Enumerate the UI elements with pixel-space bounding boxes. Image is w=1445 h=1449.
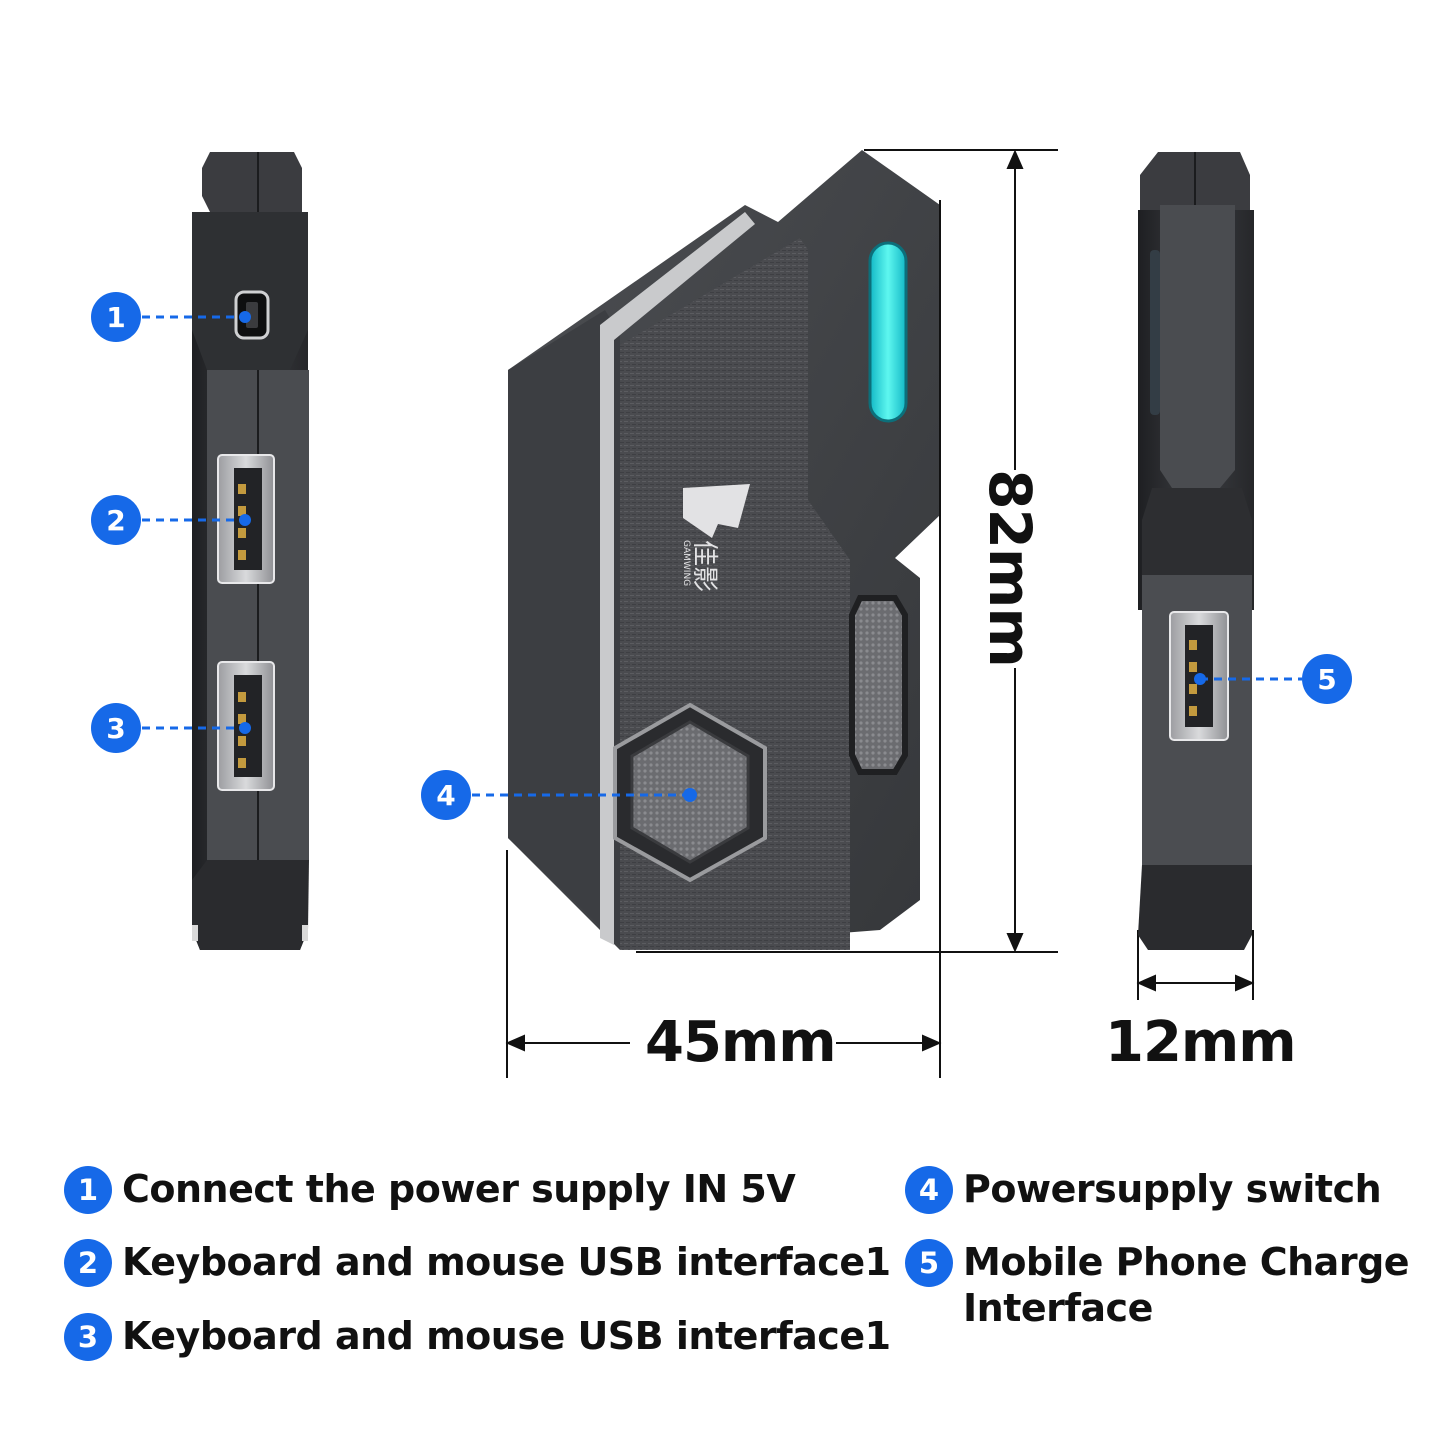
callout-3 bbox=[91, 703, 251, 753]
front-view bbox=[508, 150, 940, 950]
legend-label-4: Powersupply switch bbox=[963, 1167, 1382, 1211]
brand-logo-text: 佳影 bbox=[689, 540, 719, 592]
left-top-cap bbox=[202, 152, 302, 212]
callout-2-number: 2 bbox=[106, 504, 125, 537]
legend-item-2: 2 Keyboard and mouse USB interface1 bbox=[64, 1239, 891, 1287]
legend-item-3: 3 Keyboard and mouse USB interface1 bbox=[64, 1313, 891, 1361]
callout-1 bbox=[91, 292, 251, 342]
legend-badge-4: 4 bbox=[905, 1166, 953, 1214]
right-lower-bevel bbox=[1138, 865, 1252, 950]
legend-badge-2: 2 bbox=[64, 1239, 112, 1287]
legend-label-3: Keyboard and mouse USB interface1 bbox=[122, 1314, 891, 1358]
callout-4-number: 4 bbox=[436, 779, 455, 812]
right-side-view bbox=[1138, 152, 1254, 950]
legend-badge-5: 5 bbox=[905, 1239, 953, 1287]
callout-1-number: 1 bbox=[106, 301, 125, 334]
legend-item-5: 5 Mobile Phone Charge Interface bbox=[905, 1239, 1425, 1331]
front-left-shell bbox=[508, 310, 620, 945]
callout-2 bbox=[91, 495, 251, 545]
brand-logo-subtext: GAMWING bbox=[681, 540, 691, 586]
callout-5-number: 5 bbox=[1317, 663, 1336, 696]
left-lower-bevel bbox=[192, 860, 309, 950]
width-dimension-label: 45mm bbox=[645, 1010, 837, 1075]
right-block bbox=[1160, 205, 1235, 488]
legend-label-1: Connect the power supply IN 5V bbox=[122, 1167, 796, 1211]
legend-item-1: 1 Connect the power supply IN 5V bbox=[64, 1166, 796, 1214]
height-dimension-label: 82mm bbox=[976, 469, 1044, 667]
legend-label-2: Keyboard and mouse USB interface1 bbox=[122, 1240, 891, 1284]
callout-5 bbox=[1194, 654, 1352, 704]
callout-3-number: 3 bbox=[106, 712, 125, 745]
led-indicator bbox=[868, 241, 908, 423]
legend-badge-1: 1 bbox=[64, 1166, 112, 1214]
callout-4 bbox=[421, 770, 697, 820]
side-vent bbox=[849, 595, 908, 775]
legend-label-5: Mobile Phone Charge Interface bbox=[963, 1240, 1410, 1330]
thickness-dimension-label: 12mm bbox=[1105, 1010, 1297, 1075]
legend-badge-3: 3 bbox=[64, 1313, 112, 1361]
dimension-lines bbox=[505, 149, 1255, 1078]
left-side-view bbox=[192, 152, 309, 950]
legend-item-4: 4 Powersupply switch bbox=[905, 1166, 1382, 1214]
brand-logo-icon bbox=[683, 484, 750, 538]
